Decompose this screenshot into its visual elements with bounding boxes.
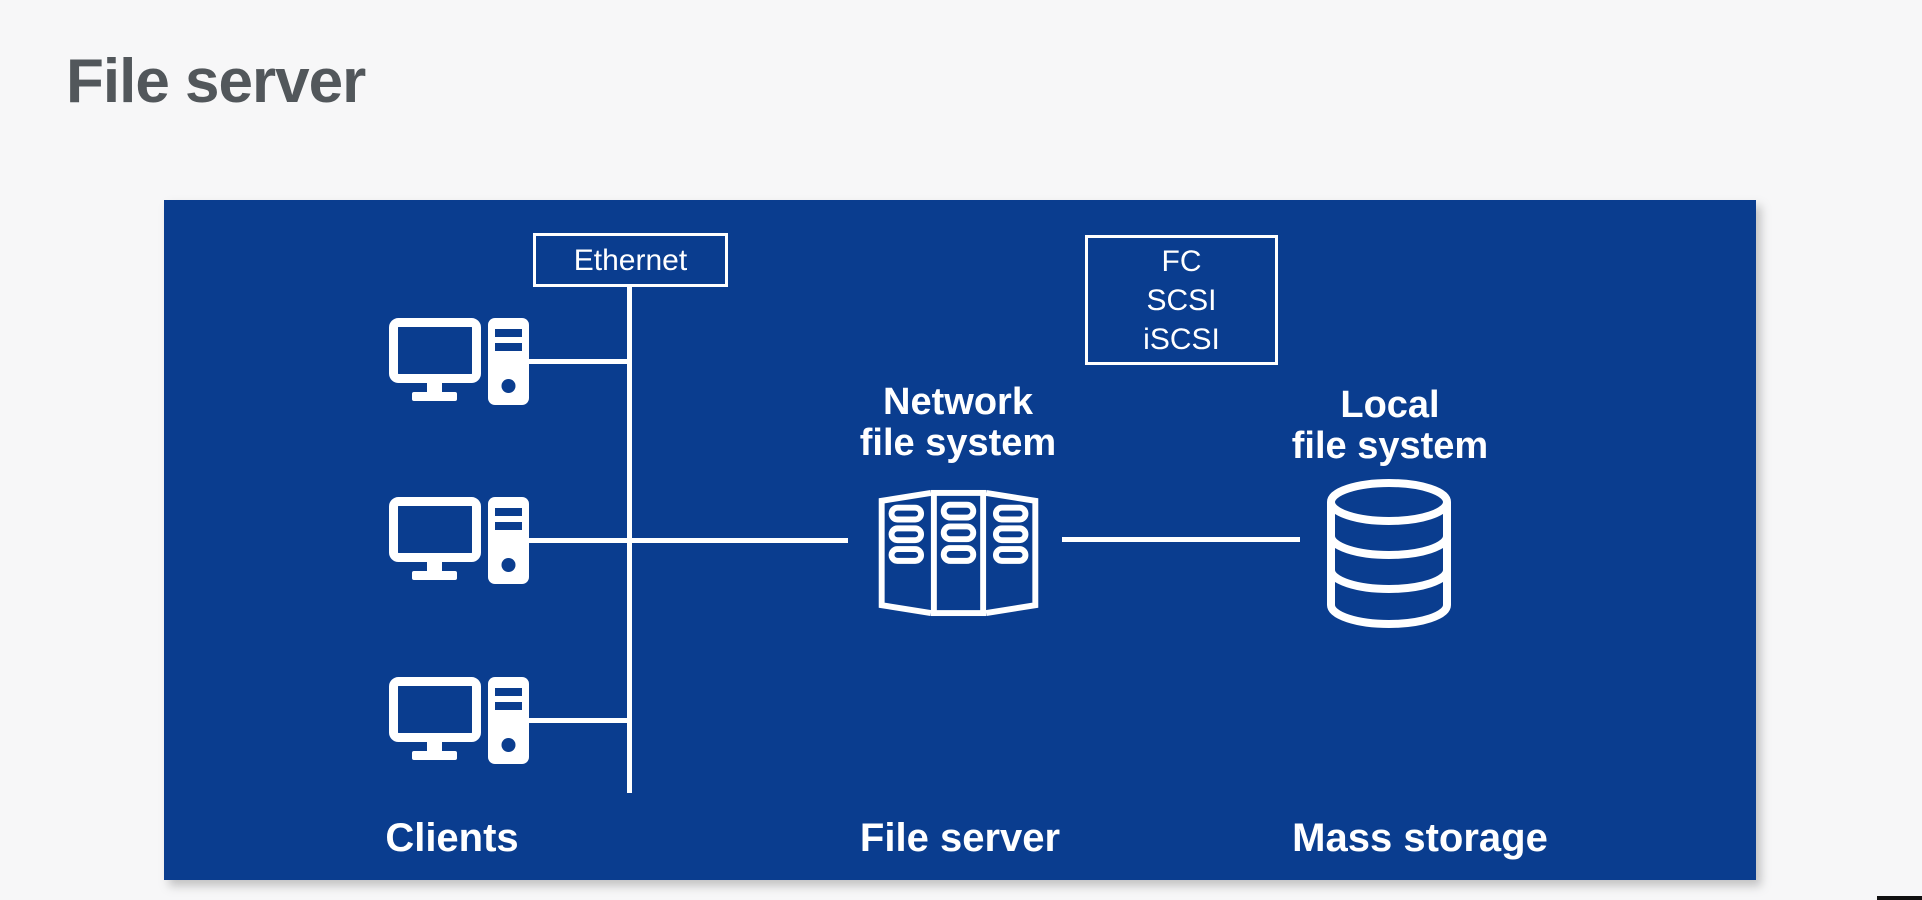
- client-computer-icon: [389, 318, 529, 405]
- network-file-system-label: Network file system: [860, 382, 1056, 464]
- network-label-line1: Network: [883, 381, 1033, 423]
- ethernet-label-box: Ethernet: [533, 233, 728, 287]
- client1-connector-line: [526, 359, 632, 364]
- network-label-line2: file system: [859, 422, 1057, 464]
- client3-connector-line: [526, 718, 632, 723]
- server-to-storage-line: [1062, 537, 1300, 542]
- protocol-label-box: FC SCSI iSCSI: [1085, 235, 1278, 365]
- disk-stack-icon: [1327, 479, 1451, 628]
- protocol-fc-label: FC: [1161, 244, 1202, 278]
- file-server-caption: File server: [859, 816, 1061, 860]
- local-file-system-label: Local file system: [1292, 385, 1488, 467]
- clients-caption: Clients: [385, 816, 519, 860]
- protocol-scsi-label: SCSI: [1146, 283, 1217, 317]
- mass-storage-caption: Mass storage: [1292, 816, 1548, 860]
- server-rack-icon: [878, 489, 1039, 617]
- client-computer-icon: [389, 497, 529, 584]
- window-edge-artifact: [1877, 896, 1922, 900]
- protocol-iscsi-label: iSCSI: [1143, 322, 1220, 356]
- ethernet-label: Ethernet: [573, 243, 688, 277]
- client2-to-server-line: [526, 538, 848, 543]
- local-label-line1: Local: [1340, 384, 1440, 426]
- local-label-line2: file system: [1291, 425, 1489, 467]
- page-title: File server: [66, 47, 366, 116]
- diagram-panel: Ethernet FC SCSI iSCSI: [164, 200, 1756, 880]
- client-computer-icon: [389, 677, 529, 764]
